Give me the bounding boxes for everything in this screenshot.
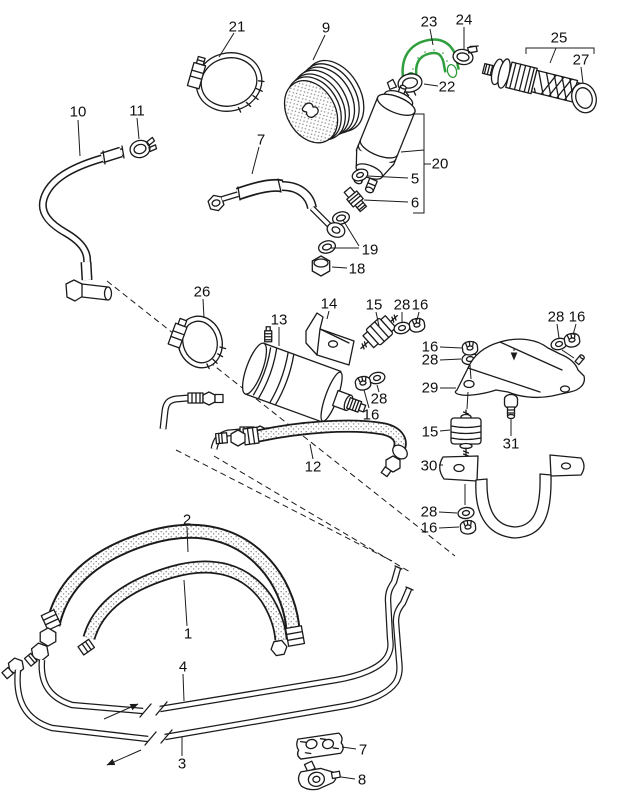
part-5-seal-washer [351,168,369,182]
callout-30: 30 [421,458,438,475]
part-10-return-pipe [38,145,125,302]
callout-15-b: 15 [422,424,439,441]
part-1-fuel-hose-inner [77,560,288,657]
callout-18: 18 [349,261,366,278]
part-15-rubber-mount-right [450,409,482,457]
hose-speckles [412,49,448,70]
part-16-nuts [354,317,581,535]
callout-28-d: 28 [371,391,388,408]
part-18-banjo-bolt [311,255,331,277]
callout-28-b: 28 [548,309,565,326]
part-19-seal-rings [317,211,351,254]
callout-5: 5 [411,171,419,188]
part-8-line-clamp [297,760,342,791]
part-14-bracket [305,312,355,366]
part-29-upper-bracket [454,338,586,399]
part-13-fuel-filter [241,326,367,423]
callout-4: 4 [179,659,187,676]
leader-lines [77,27,595,780]
callout-28-a: 28 [394,297,411,314]
part-21-hose-clamp [186,52,265,113]
part-2-fuel-hose-outer [39,523,306,647]
callout-1: 1 [184,626,192,643]
part-26-clamp [167,315,227,370]
callout-28-c: 28 [422,352,439,369]
callout-labels: 21 9 23 24 25 27 22 10 11 7 20 5 6 19 18… [70,12,590,789]
flow-direction-arrow [103,703,139,720]
bottom-left-fittings [1,642,50,680]
callout-16-d: 16 [363,407,380,424]
callout-12: 12 [305,459,322,476]
callout-14: 14 [321,296,338,313]
callout-24: 24 [456,12,473,29]
callout-2: 2 [183,512,191,529]
callout-9: 9 [322,20,330,37]
callout-31: 31 [503,436,520,453]
part-15-rubber-mount [360,314,398,350]
part-30-strap-bracket [439,364,585,539]
part-3-fuel-line-lower [14,586,414,746]
callout-7-top: 7 [257,132,265,149]
callout-26: 26 [194,284,211,301]
flow-direction-arrow [106,749,142,766]
callout-28-e: 28 [421,504,438,521]
callout-19: 19 [362,242,379,259]
callout-25: 25 [551,30,568,47]
part-6-union-fitting [343,186,368,213]
part-12-fuel-hose [214,419,408,478]
callout-7-bottom: 7 [359,742,367,759]
callout-21: 21 [229,19,246,36]
part-23-elbow-hose-highlighted [401,38,460,86]
callout-27: 27 [573,52,590,69]
callout-29: 29 [422,380,439,397]
part-4-fuel-line-upper [38,565,403,718]
part-11-clamp [129,136,158,159]
part-25-suction-strainer [481,58,591,104]
part-7-line-clamp [296,732,344,760]
callout-16-c: 16 [422,339,439,356]
callout-11: 11 [129,103,145,120]
callout-6: 6 [411,195,419,212]
part-9-corrugated-boot [283,59,365,144]
part-elbow-pipe-left [159,391,224,430]
callout-16-e: 16 [421,520,438,537]
part-31-bolt [503,393,519,420]
part-7-pressure-hose [207,178,346,238]
callout-22: 22 [439,79,456,96]
callout-16-b: 16 [569,309,586,326]
callout-8: 8 [358,772,366,789]
callout-10: 10 [70,104,87,121]
callout-13: 13 [271,312,288,329]
construction-dashed-line [213,455,411,573]
construction-dashed-line [175,449,393,562]
part-24-clamp [452,45,479,66]
callout-16-a: 16 [412,297,429,314]
construction-dashed-line [106,280,456,557]
callout-3: 3 [178,756,186,773]
callout-15-a: 15 [366,297,383,314]
part-27-o-ring [571,82,597,114]
callout-20: 20 [432,156,449,173]
callout-23: 23 [421,14,438,31]
